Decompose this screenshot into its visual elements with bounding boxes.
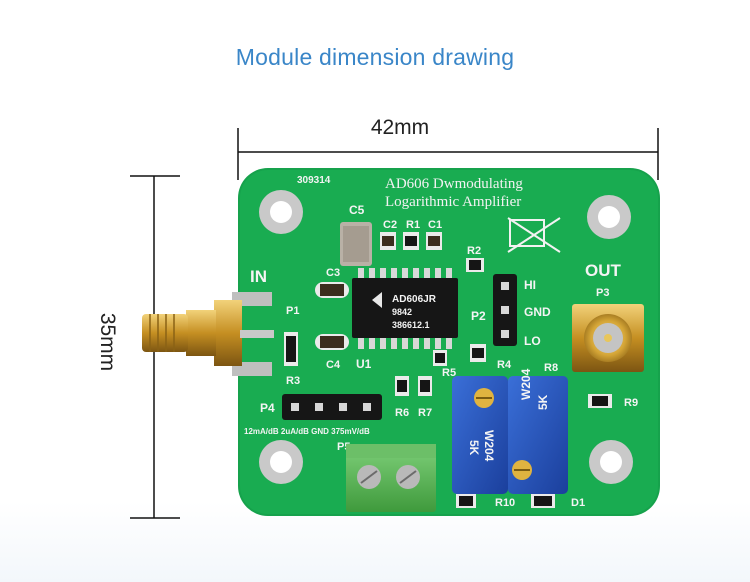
label-r3: R3 xyxy=(286,375,300,387)
board-title-line1: AD606 Dwmodulating xyxy=(385,176,523,192)
width-dimension-line xyxy=(237,128,659,180)
label-lo: LO xyxy=(524,334,541,348)
resistor-r9 xyxy=(588,394,612,408)
label-p3: P3 xyxy=(596,287,609,299)
label-r1: R1 xyxy=(406,219,420,231)
label-p2: P2 xyxy=(471,309,486,323)
label-r6: R6 xyxy=(395,407,409,419)
label-p4: P4 xyxy=(260,401,275,415)
capacitor-c4 xyxy=(315,334,349,350)
potentiometer-right xyxy=(508,376,568,494)
capacitor-c5 xyxy=(340,222,372,266)
label-d1: D1 xyxy=(571,497,585,509)
resistor-r3 xyxy=(284,332,298,366)
potentiometer-left xyxy=(452,376,508,494)
label-u1: U1 xyxy=(356,357,372,371)
sma-in-connector xyxy=(142,292,274,376)
label-p1: P1 xyxy=(286,305,299,317)
label-r8: R8 xyxy=(544,362,558,374)
label-c2: C2 xyxy=(383,219,397,231)
label-c3: C3 xyxy=(326,267,340,279)
label-r4: R4 xyxy=(497,359,512,371)
label-c4: C4 xyxy=(326,359,341,371)
terminal-block xyxy=(346,444,436,512)
width-dimension-label: 42mm xyxy=(370,116,430,139)
resistor-r6-r7 xyxy=(395,376,432,396)
pot-left-line1: W204 xyxy=(482,430,496,462)
capacitor-c3 xyxy=(315,282,349,298)
label-out: OUT xyxy=(585,261,622,280)
weee-icon xyxy=(507,217,561,253)
pot-right-line1: W204 xyxy=(519,368,533,400)
label-r5: R5 xyxy=(442,367,456,379)
label-r2: R2 xyxy=(467,245,481,257)
ad606-chip xyxy=(352,268,458,349)
label-hi: HI xyxy=(524,278,536,292)
chip-line1: AD606JR xyxy=(392,294,437,305)
label-c5: C5 xyxy=(349,203,365,217)
pot-left-line2: 5K xyxy=(467,440,481,456)
pot-right-line2: 5K xyxy=(536,394,550,410)
mounting-hole-icon xyxy=(259,190,633,484)
board-serial: 309314 xyxy=(297,175,331,186)
chip-line3: 386612.1 xyxy=(392,320,430,330)
smd-components xyxy=(380,232,484,272)
sma-out-connector xyxy=(572,304,644,372)
page-title: Module dimension drawing xyxy=(235,44,515,70)
board-title-line2: Logarithmic Amplifier xyxy=(385,194,521,210)
label-c1: C1 xyxy=(428,219,442,231)
label-gnd: GND xyxy=(524,305,551,319)
resistor-r4-r5 xyxy=(433,344,486,366)
label-r9: R9 xyxy=(624,397,638,409)
label-r10: R10 xyxy=(495,497,515,509)
p2-header xyxy=(493,274,517,346)
resistor-r10-d1 xyxy=(456,494,555,508)
label-in: IN xyxy=(250,267,267,286)
chip-line2: 9842 xyxy=(392,307,412,317)
label-r7: R7 xyxy=(418,407,432,419)
p4-header xyxy=(282,394,382,420)
p4-pin-labels: 12mA/dB 2uA/dB GND 375mV/dB xyxy=(244,427,370,436)
